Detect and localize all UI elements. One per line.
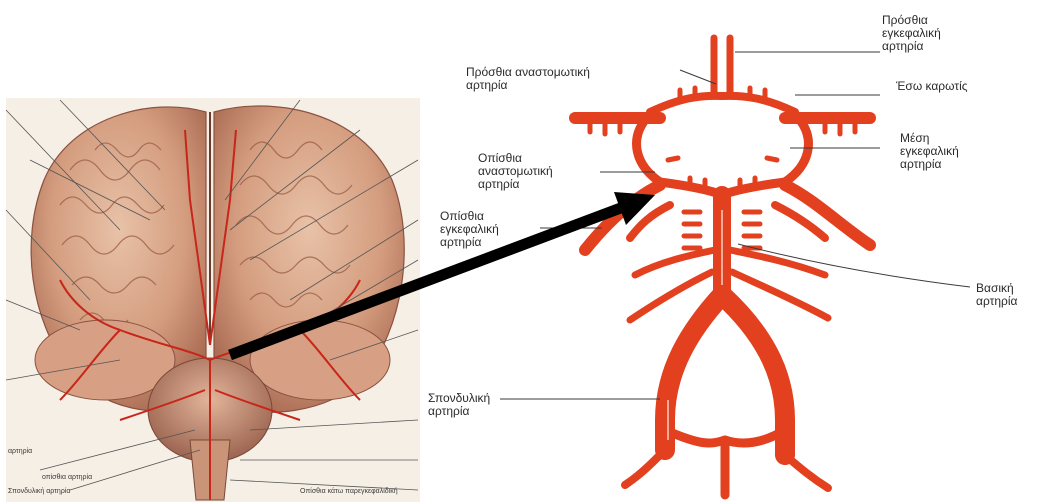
label-vertebral: Σπονδυλική αρτηρία xyxy=(428,392,490,418)
photo-label-bottom-2: Οπίσθια κάτω παρεγκεφαλιδική xyxy=(300,488,398,495)
brain-illustration xyxy=(6,98,420,502)
photo-label-bottom-1: Σπονδυλική αρτηρία xyxy=(8,488,70,495)
posterior-communicating-right xyxy=(785,120,808,182)
posterior-communicating-left xyxy=(637,120,660,182)
vertebral-left xyxy=(665,295,722,450)
label-anterior-communicating: Πρόσθια αναστομωτική αρτηρία xyxy=(466,66,590,92)
label-internal-carotid: Έσω καρωτίς xyxy=(896,80,968,93)
label-anterior-cerebral: Πρόσθια εγκεφαλική αρτηρία xyxy=(882,14,941,53)
label-basilar: Βασική αρτηρία xyxy=(976,282,1017,308)
photo-label-left-1: αρτηρία xyxy=(8,448,32,455)
perforators xyxy=(590,88,855,188)
label-posterior-communicating: Οπίσθια αναστομωτική αρτηρία xyxy=(478,152,553,191)
circle-of-willis xyxy=(575,38,870,495)
label-posterior-cerebral: Οπίσθια εγκεφαλική αρτηρία xyxy=(440,210,499,249)
photo-label-left-2: οπίσθια αρτηρία xyxy=(42,474,92,481)
label-middle-cerebral: Μέση εγκεφαλική αρτηρία xyxy=(900,132,959,171)
